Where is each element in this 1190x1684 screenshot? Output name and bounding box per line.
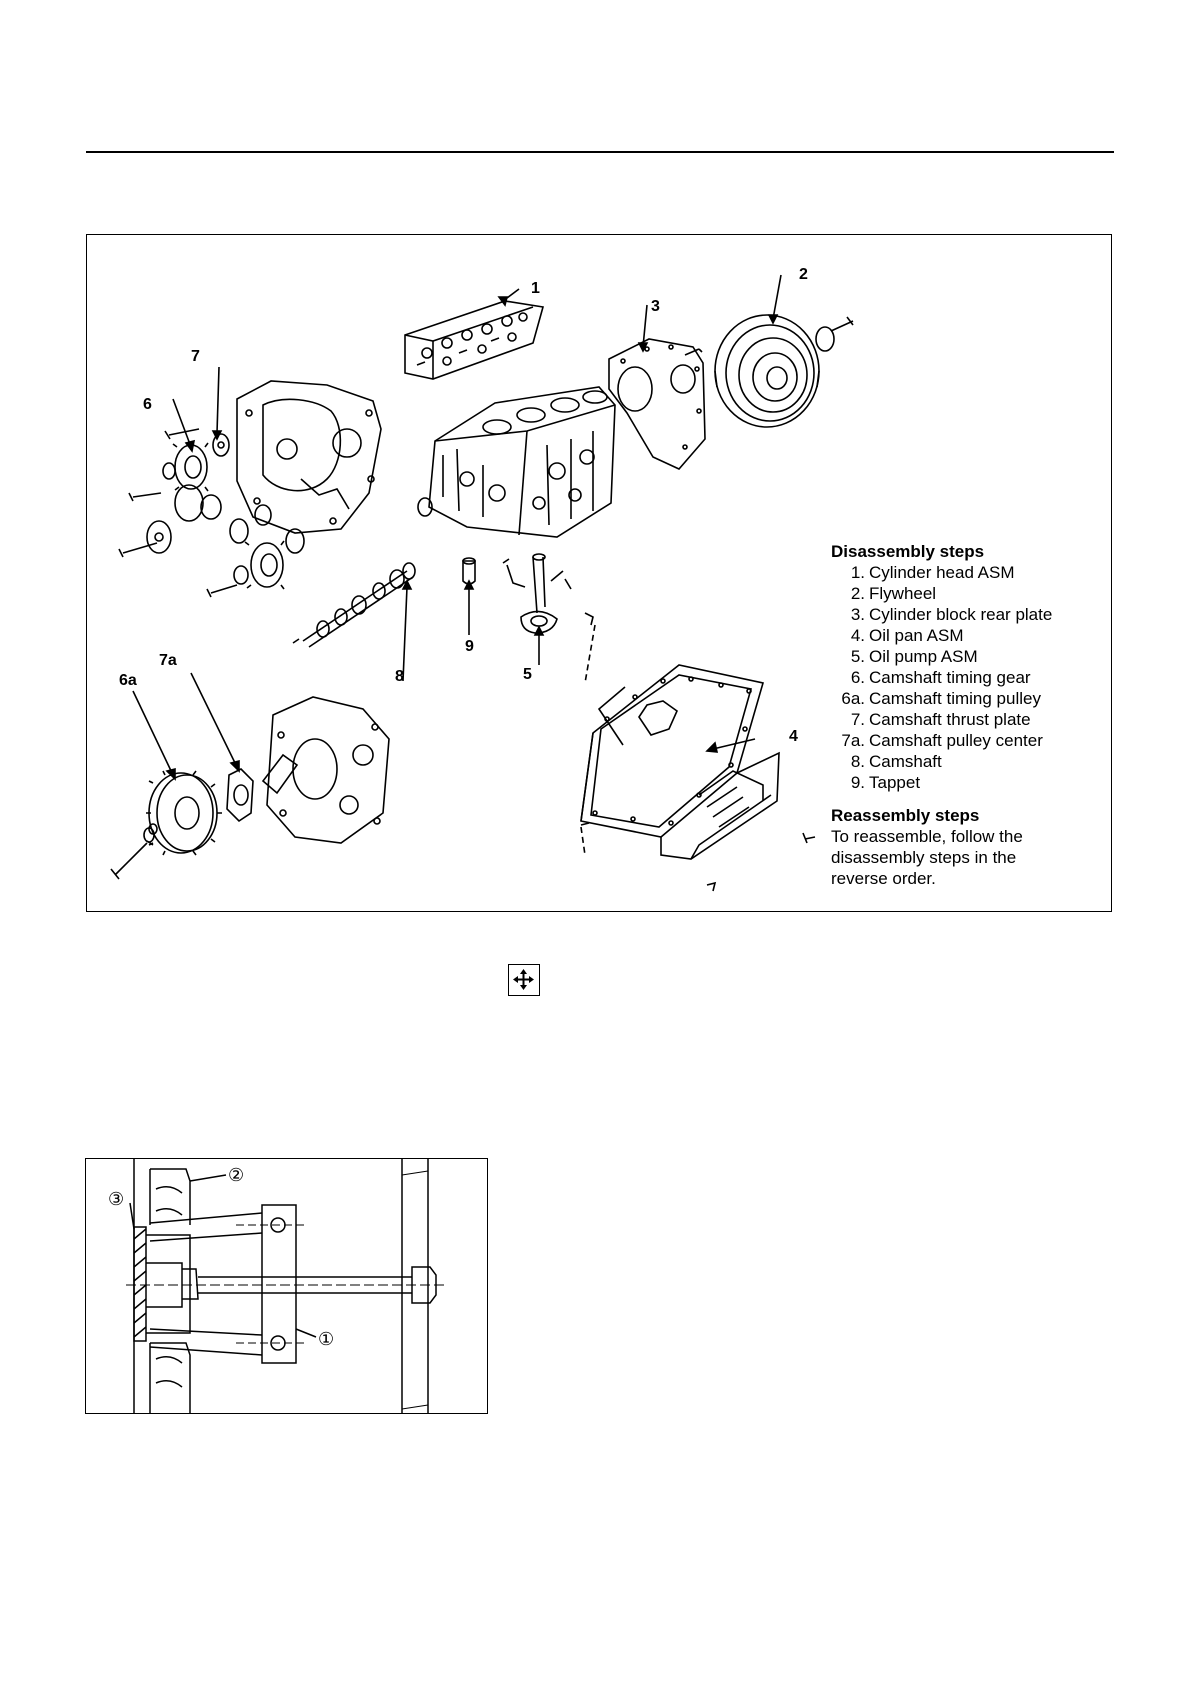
callout-1-circled: ①	[318, 1329, 335, 1349]
step-label: Oil pump ASM	[869, 647, 978, 666]
step-label: Camshaft	[869, 752, 942, 771]
callout-4: 4	[789, 728, 798, 745]
front-cover-drawing	[261, 696, 390, 844]
callout-3: 3	[651, 298, 660, 315]
callout-6: 6	[143, 396, 152, 413]
step-item: 3.Cylinder block rear plate	[831, 604, 1111, 625]
step-number: 3.	[850, 605, 865, 624]
step-label: Camshaft thrust plate	[869, 710, 1031, 729]
step-label: Camshaft timing pulley	[869, 689, 1041, 708]
step-number: 6a.	[841, 689, 865, 708]
step-item: 7a.Camshaft pulley center	[831, 730, 1111, 751]
step-label: Cylinder block rear plate	[869, 605, 1053, 624]
reassembly-section: Reassembly steps To reassemble, follow t…	[831, 805, 1111, 889]
engine-exploded-view-figure: 1 2 3 4 5 6 6a 7 7a 8 9 Disassembly step…	[86, 234, 1112, 912]
disassembly-step-list: 1.Cylinder head ASM 2.Flywheel 3.Cylinde…	[831, 562, 1111, 793]
flywheel-drawing	[714, 314, 854, 428]
timing-gear-group-drawing	[118, 428, 305, 598]
steps-legend: Disassembly steps 1.Cylinder head ASM 2.…	[831, 541, 1111, 889]
step-item: 4.Oil pan ASM	[831, 625, 1111, 646]
callout-2-circled: ②	[228, 1165, 245, 1185]
puller-tool-figure: ② ③ ①	[85, 1158, 488, 1414]
callout-8: 8	[395, 668, 404, 685]
step-label: Flywheel	[869, 584, 937, 603]
step-item: 7.Camshaft thrust plate	[831, 709, 1111, 730]
step-label: Oil pan ASM	[869, 626, 964, 645]
step-item: 8.Camshaft	[831, 751, 1111, 772]
oil-pan-drawing	[580, 612, 816, 892]
step-item: 6a.Camshaft timing pulley	[831, 688, 1111, 709]
step-number: 7a.	[841, 731, 865, 750]
reassembly-line: To reassemble, follow the	[831, 827, 1023, 846]
move-arrows-glyph	[513, 969, 534, 990]
rear-plate-drawing	[608, 338, 706, 470]
step-number: 6.	[850, 668, 865, 687]
step-number: 4.	[850, 626, 865, 645]
step-label: Tappet	[869, 773, 921, 792]
camshaft-drawing	[292, 562, 416, 648]
oil-pump-drawing	[502, 553, 572, 634]
reassembly-line: reverse order.	[831, 869, 936, 888]
step-item: 2.Flywheel	[831, 583, 1111, 604]
step-number: 8.	[850, 752, 865, 771]
engine-exploded-drawing	[110, 274, 854, 892]
callout-5: 5	[523, 666, 532, 683]
disassembly-heading: Disassembly steps	[831, 542, 985, 561]
callout-7a: 7a	[159, 652, 177, 669]
step-item: 5.Oil pump ASM	[831, 646, 1111, 667]
leader-lines	[132, 274, 782, 781]
step-number: 2.	[850, 584, 865, 603]
reassembly-heading: Reassembly steps	[831, 806, 980, 825]
callout-9: 9	[465, 638, 474, 655]
step-item: 6.Camshaft timing gear	[831, 667, 1111, 688]
cylinder-block-drawing	[417, 386, 616, 538]
callout-1: 1	[531, 280, 540, 297]
step-number: 9.	[850, 773, 865, 792]
callout-7: 7	[191, 348, 200, 365]
move-arrows-icon[interactable]	[508, 964, 540, 996]
timing-case-drawing	[236, 380, 382, 534]
step-item: 1.Cylinder head ASM	[831, 562, 1111, 583]
step-label: Cylinder head ASM	[869, 563, 1015, 582]
cylinder-head-drawing	[404, 300, 545, 380]
timing-pulley-drawing	[110, 768, 254, 880]
callout-3-circled: ③	[108, 1189, 125, 1209]
step-label: Camshaft pulley center	[869, 731, 1043, 750]
header-rule	[86, 151, 1114, 153]
step-number: 5.	[850, 647, 865, 666]
reassembly-line: disassembly steps in the	[831, 848, 1017, 867]
step-number: 7.	[850, 710, 865, 729]
step-item: 9.Tappet	[831, 772, 1111, 793]
callout-6a: 6a	[119, 672, 137, 689]
step-number: 1.	[850, 563, 865, 582]
step-label: Camshaft timing gear	[869, 668, 1031, 687]
callout-2: 2	[799, 266, 808, 283]
puller-tool-drawing	[126, 1159, 446, 1413]
